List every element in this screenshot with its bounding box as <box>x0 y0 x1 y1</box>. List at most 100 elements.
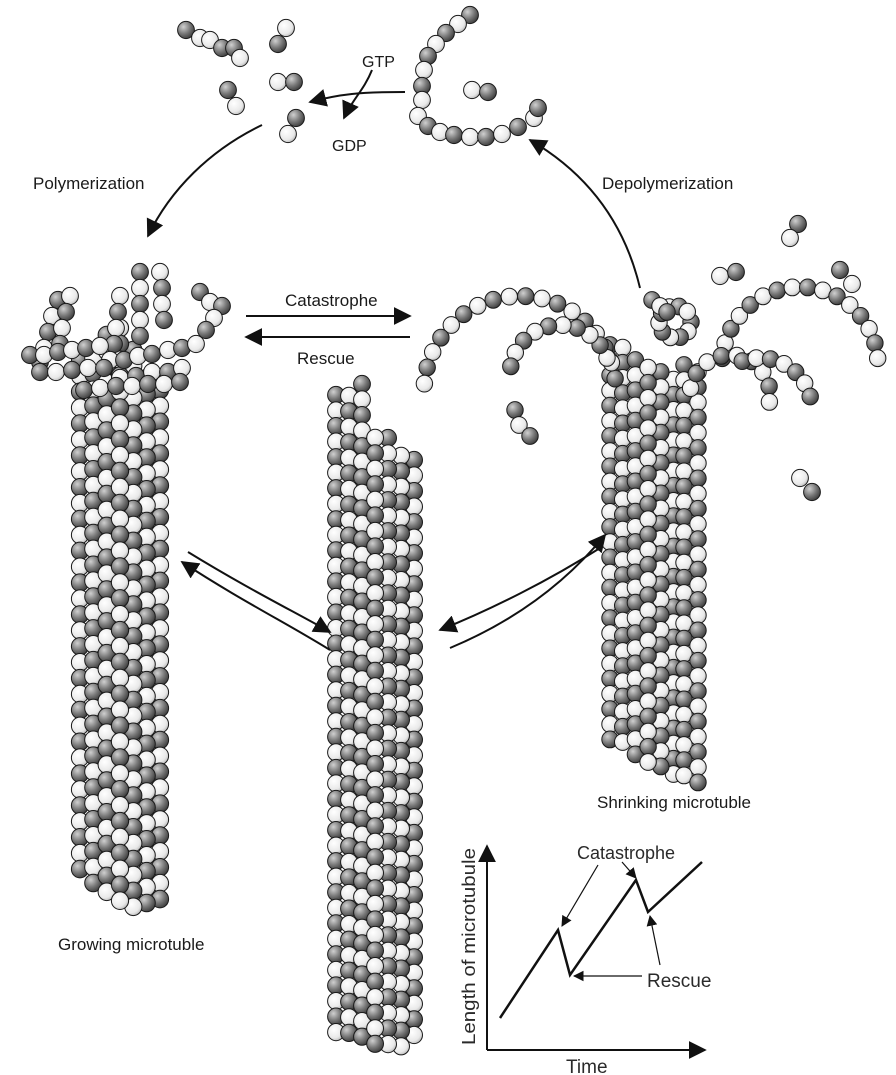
beta-tubulin-subunit <box>76 381 93 398</box>
beta-tubulin-subunit <box>220 81 237 98</box>
beta-tubulin-subunit <box>110 303 127 320</box>
beta-tubulin-subunit <box>111 812 128 830</box>
middle-to-growing-arrow <box>182 562 330 650</box>
alpha-tubulin-subunit <box>464 81 481 98</box>
beta-tubulin-subunit <box>607 370 623 387</box>
beta-tubulin-subunit <box>485 291 501 308</box>
beta-tubulin-subunit <box>713 348 729 365</box>
beta-tubulin-subunit <box>111 621 128 639</box>
beta-tubulin-subunit <box>690 774 706 791</box>
alpha-tubulin-subunit <box>534 290 550 307</box>
alpha-tubulin-subunit <box>640 602 656 619</box>
beta-tubulin-subunit <box>367 600 384 617</box>
alpha-tubulin-subunit <box>111 542 128 560</box>
beta-tubulin-subunit <box>367 973 384 990</box>
beta-tubulin-subunit <box>367 445 384 462</box>
beta-tubulin-subunit <box>132 327 149 344</box>
alpha-tubulin-subunit <box>111 510 128 528</box>
shrinking-microtubule <box>602 337 706 791</box>
beta-tubulin-subunit <box>640 405 656 422</box>
alpha-tubulin-subunit <box>367 429 384 446</box>
beta-tubulin-subunit <box>507 402 523 419</box>
beta-tubulin-subunit <box>156 311 173 328</box>
beta-tubulin-subunit <box>728 263 745 280</box>
beta-tubulin-subunit <box>734 353 750 370</box>
alpha-tubulin-subunit <box>367 989 384 1006</box>
beta-tubulin-subunit <box>659 304 675 321</box>
beta-tubulin-subunit <box>802 388 818 405</box>
alpha-tubulin-subunit <box>494 125 511 142</box>
beta-tubulin-subunit <box>111 781 128 799</box>
beta-tubulin-subunit <box>367 724 384 741</box>
alpha-tubulin-subunit <box>278 19 295 36</box>
beta-tubulin-subunit <box>800 279 816 296</box>
beta-tubulin-subunit <box>640 617 656 634</box>
alpha-tubulin-subunit <box>782 229 799 246</box>
beta-tubulin-subunit <box>111 526 128 544</box>
beta-tubulin-subunit <box>111 876 128 894</box>
alpha-tubulin-subunit <box>367 740 384 757</box>
beta-tubulin-subunit <box>367 476 384 493</box>
beta-tubulin-subunit <box>367 756 384 773</box>
beta-tubulin-subunit <box>640 678 656 695</box>
alpha-tubulin-subunit <box>62 287 79 304</box>
alpha-tubulin-subunit <box>555 317 571 334</box>
beta-tubulin-subunit <box>354 375 371 392</box>
beta-tubulin-subunit <box>367 1004 384 1021</box>
beta-tubulin-subunit <box>640 526 656 543</box>
alpha-tubulin-subunit <box>416 375 432 392</box>
beta-tubulin-subunit <box>510 118 527 135</box>
beta-tubulin-subunit <box>480 83 497 100</box>
alpha-tubulin-subunit <box>367 678 384 695</box>
beta-tubulin-subunit <box>354 407 371 424</box>
catastrophe-label: Catastrophe <box>285 291 378 310</box>
alpha-tubulin-subunit <box>870 350 886 367</box>
polymerization-label: Polymerization <box>33 174 145 193</box>
alpha-tubulin-subunit <box>111 478 128 496</box>
beta-tubulin-subunit <box>111 685 128 703</box>
beta-tubulin-subunit <box>32 363 49 380</box>
alpha-tubulin-subunit <box>640 450 656 467</box>
alpha-tubulin-subunit <box>232 49 249 66</box>
alpha-tubulin-subunit <box>640 481 656 498</box>
alpha-tubulin-subunit <box>111 797 128 815</box>
beta-tubulin-subunit <box>367 942 384 959</box>
beta-tubulin-subunit <box>111 590 128 608</box>
alpha-tubulin-subunit <box>367 926 384 943</box>
beta-tubulin-subunit <box>640 435 656 452</box>
alpha-tubulin-subunit <box>416 61 433 78</box>
alpha-tubulin-subunit <box>280 125 297 142</box>
alpha-tubulin-subunit <box>108 319 125 336</box>
alpha-tubulin-subunit <box>367 709 384 726</box>
alpha-tubulin-subunit <box>152 263 169 280</box>
alpha-tubulin-subunit <box>615 339 631 356</box>
beta-tubulin-subunit <box>478 128 495 145</box>
alpha-tubulin-subunit <box>784 279 800 296</box>
gdp-label: GDP <box>332 138 367 155</box>
beta-tubulin-subunit <box>446 126 463 143</box>
alpha-tubulin-subunit <box>679 303 695 320</box>
beta-tubulin-subunit <box>367 787 384 804</box>
beta-tubulin-subunit <box>640 647 656 664</box>
beta-tubulin-subunit <box>367 849 384 866</box>
alpha-tubulin-subunit <box>367 895 384 912</box>
polymerization-arrow <box>148 125 262 236</box>
protofilament-chains <box>410 6 547 145</box>
beta-tubulin-subunit <box>111 844 128 862</box>
alpha-tubulin-subunit <box>844 275 861 292</box>
beta-tubulin-subunit <box>367 880 384 897</box>
alpha-tubulin-subunit <box>48 363 65 380</box>
alpha-tubulin-subunit <box>132 311 149 328</box>
gtp-label: GTP <box>362 54 395 71</box>
alpha-tubulin-subunit <box>156 375 173 392</box>
graph-catastrophe-label: Catastrophe <box>577 843 675 863</box>
beta-tubulin-subunit <box>367 662 384 679</box>
alpha-tubulin-subunit <box>154 295 171 312</box>
alpha-tubulin-subunit <box>792 469 809 486</box>
alpha-tubulin-subunit <box>462 128 479 145</box>
beta-tubulin-subunit <box>132 295 149 312</box>
beta-tubulin-subunit <box>111 431 128 449</box>
alpha-tubulin-subunit <box>111 606 128 624</box>
depolymerization-arrow <box>530 140 640 288</box>
alpha-tubulin-subunit <box>111 637 128 655</box>
